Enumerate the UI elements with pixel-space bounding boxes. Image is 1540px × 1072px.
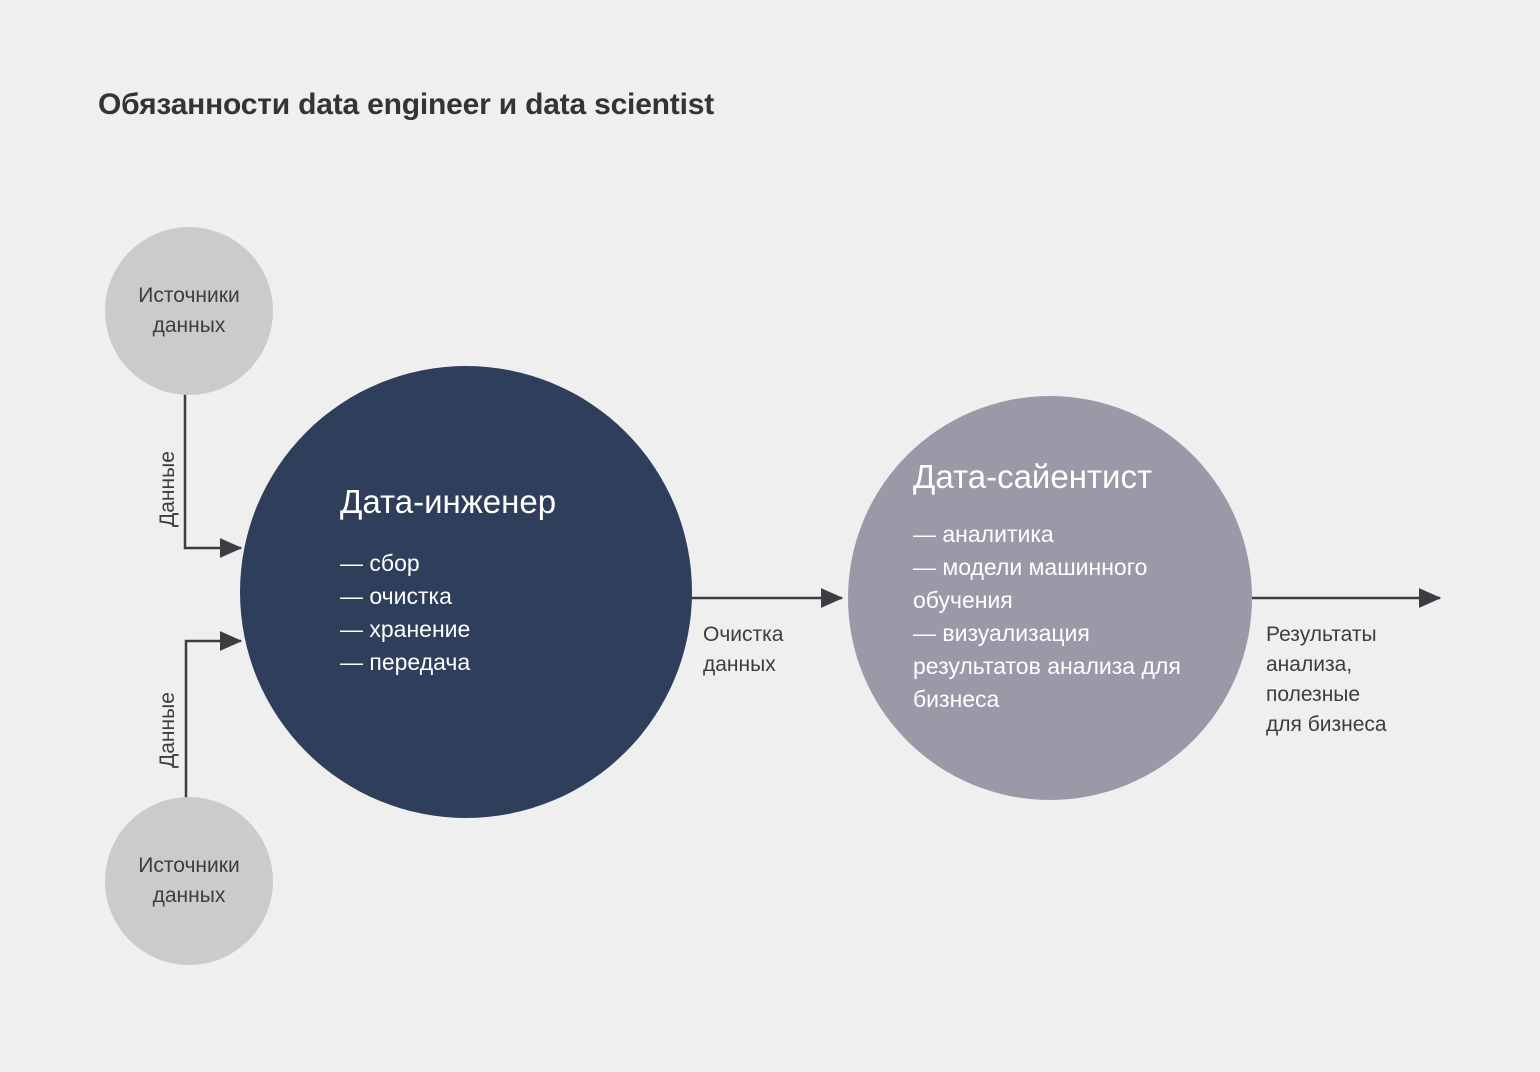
flow-label-data-top: Данные <box>156 451 179 527</box>
page-title: Обязанности data engineer и data scienti… <box>98 88 715 121</box>
list-item: — аналитика <box>913 521 1054 547</box>
data-engineer-circle: Дата-инженер — сбор — очистка — хранение… <box>240 366 692 818</box>
flow-label-data-bottom: Данные <box>156 692 179 768</box>
flow-label-results-line2: анализа, <box>1266 653 1353 676</box>
flow-label-results-line3: полезные <box>1266 683 1361 706</box>
flow-label-results: Результаты анализа, полезные для бизнеса <box>1266 620 1466 740</box>
list-item: — сбор <box>340 550 420 576</box>
data-scientist-title: Дата-сайентист <box>913 458 1153 495</box>
list-item: — передача <box>340 649 471 675</box>
flow-label-results-line4: для бизнеса <box>1266 713 1387 736</box>
list-item: — очистка <box>340 583 452 609</box>
list-item: — хранение <box>340 616 471 642</box>
list-item: — визуализация результатов анализа для б… <box>913 620 1188 712</box>
flow-label-cleaning: Очистка данных <box>703 620 843 680</box>
list-item: — модели машинного обучения <box>913 554 1154 613</box>
arrow-source-bottom-to-engineer <box>184 631 243 800</box>
data-scientist-content: Дата-сайентист — аналитика — модели маши… <box>913 458 1218 716</box>
flow-label-results-line1: Результаты <box>1266 623 1377 646</box>
flow-label-cleaning-line2: данных <box>703 653 776 676</box>
data-scientist-circle: Дата-сайентист — аналитика — модели маши… <box>848 396 1252 800</box>
source-bottom-label-line1: Источники <box>138 854 240 877</box>
source-top-label-line2: данных <box>152 314 226 337</box>
data-engineer-title: Дата-инженер <box>340 483 557 520</box>
data-scientist-task-list: — аналитика — модели машинного обучения … <box>913 518 1218 716</box>
data-engineer-task-list: — сбор — очистка — хранение — передача <box>340 547 640 679</box>
source-top-label-line1: Источники <box>138 284 240 307</box>
source-circle-bottom: Источники данных <box>105 797 273 965</box>
data-engineer-content: Дата-инженер — сбор — очистка — хранение… <box>340 483 640 679</box>
source-bottom-label-line2: данных <box>152 884 226 907</box>
arrow-source-top-to-engineer <box>183 394 243 558</box>
flow-label-cleaning-line1: Очистка <box>703 623 784 646</box>
source-circle-top: Источники данных <box>105 227 273 395</box>
